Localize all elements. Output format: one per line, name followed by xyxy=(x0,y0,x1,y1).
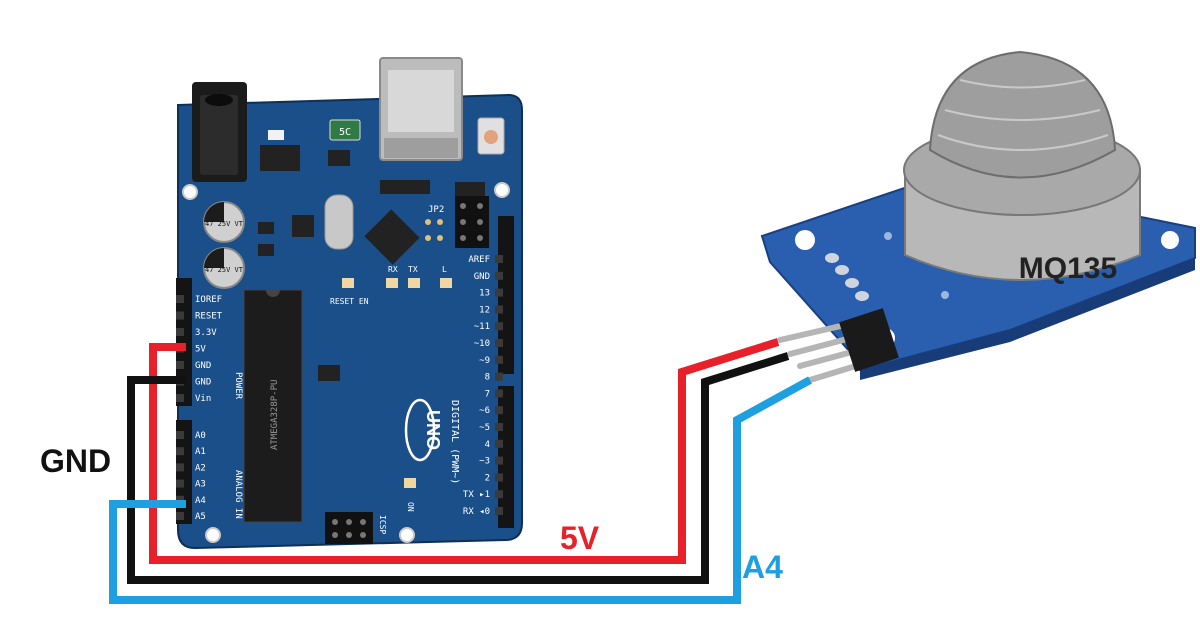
wire-5v xyxy=(149,338,780,564)
on-label: ON xyxy=(406,502,415,512)
l-led-label: L xyxy=(442,265,447,274)
digital-pin-label: ~3 xyxy=(479,457,490,467)
jp2-header xyxy=(425,196,489,248)
digital-pin-label: 12 xyxy=(479,305,490,315)
usb-connector xyxy=(379,57,463,161)
digital-pin-label: 2 xyxy=(485,473,490,483)
digital-pin-label: ~10 xyxy=(474,339,490,349)
power-pin-socket xyxy=(176,311,184,320)
power-pin-label: GND xyxy=(195,361,211,371)
digital-pin-label: ~5 xyxy=(479,423,490,433)
digital-header-title: DIGITAL (PWM~) xyxy=(449,400,460,484)
capacitor-1 xyxy=(203,201,245,243)
analog-pin-socket xyxy=(176,495,184,504)
analog-pin-socket xyxy=(176,431,184,439)
analog-pin-label: A0 xyxy=(195,431,206,441)
digital-pin-label: RX ◂0 xyxy=(463,507,490,517)
digital-pin-label: ~9 xyxy=(479,356,490,366)
analog-pin-label: A2 xyxy=(195,463,206,473)
analog-pin-socket xyxy=(176,479,184,488)
digital-pin-socket xyxy=(495,456,503,465)
digital-pin-labels: AREF GND 13 12 ~11 ~10 ~9 8 7 ~6 ~5 4 ~3 2 TX ▸1 RX ◂0 xyxy=(463,255,503,517)
digital-pin-socket xyxy=(495,322,503,331)
wire-gnd xyxy=(127,352,790,584)
sensor-model-label: MQ135 xyxy=(1019,252,1117,285)
digital-pin-socket xyxy=(495,372,503,381)
jp2-label: JP2 xyxy=(428,205,444,215)
analog-pin-socket xyxy=(176,512,184,520)
digital-pin-label: 7 xyxy=(485,389,490,399)
digital-pin-label: GND xyxy=(474,272,490,282)
reset-button xyxy=(477,117,505,155)
analog-header-title: ANALOG IN xyxy=(233,470,243,519)
analog-pin-socket xyxy=(176,463,184,472)
digital-pin-socket xyxy=(495,490,503,499)
digital-pin-label: ~11 xyxy=(474,322,490,332)
power-header-title: POWER xyxy=(233,372,243,400)
power-pin-label: 3.3V xyxy=(195,328,217,338)
power-pin-label: RESET xyxy=(195,312,223,322)
gnd-wire-label: GND xyxy=(40,443,111,479)
analog-pin-label: A1 xyxy=(195,447,206,457)
digital-pin-socket xyxy=(495,271,503,280)
analog-pin-socket xyxy=(176,447,184,456)
5v-wire-label: 5V xyxy=(560,520,600,556)
digital-pin-label: AREF xyxy=(468,255,490,265)
atmega-chip xyxy=(243,289,303,523)
dc-power-jack xyxy=(192,82,247,182)
capacitor-1-label: 47 25V VT xyxy=(205,220,244,228)
uno-logo-text: UNO xyxy=(423,410,443,450)
reset-en-label: RESET EN xyxy=(330,297,369,306)
wire-a4 xyxy=(109,376,812,604)
fuse-label: 5C xyxy=(339,127,351,138)
digital-pin-socket xyxy=(495,305,503,314)
digital-pin-socket xyxy=(495,507,503,515)
arduino-uno-board: 5C JP2 47 25V VT 47 25V VT xyxy=(176,57,523,550)
analog-pin-label: A4 xyxy=(195,496,206,506)
power-pin-socket xyxy=(176,394,184,402)
digital-pin-label: 4 xyxy=(485,440,490,450)
analog-pin-label: A5 xyxy=(195,512,206,522)
rx-led-label: RX xyxy=(388,265,398,274)
capacitor-2-label: 47 25V VT xyxy=(205,266,244,274)
digital-pin-socket xyxy=(495,355,503,364)
digital-pin-socket xyxy=(495,288,503,297)
analog-pin-label: A3 xyxy=(195,480,206,490)
power-pin-label: GND xyxy=(195,378,211,388)
icsp-header xyxy=(325,512,373,544)
digital-pin-socket xyxy=(495,389,503,398)
wires xyxy=(109,338,812,604)
power-pin-label: Vin xyxy=(195,394,211,404)
digital-pin-socket xyxy=(495,339,503,347)
uno-logo xyxy=(404,398,436,462)
digital-pin-socket xyxy=(495,255,503,263)
sensor-mesh-can xyxy=(903,50,1141,281)
digital-pin-socket xyxy=(495,439,503,448)
digital-pin-label: TX ▸1 xyxy=(463,490,490,500)
power-pin-socket xyxy=(176,361,184,369)
power-pin-label: 5V xyxy=(195,345,206,355)
mq135-sensor-module: MQ135 xyxy=(760,50,1196,383)
digital-pin-label: ~6 xyxy=(479,406,490,416)
sensor-pins xyxy=(777,308,899,383)
chip-label: ATMEGA328P-PU xyxy=(270,380,280,450)
power-header-strip xyxy=(176,278,192,406)
digital-pin-label: 8 xyxy=(485,373,490,383)
digital-pin-socket xyxy=(495,406,503,415)
digital-pin-socket xyxy=(495,473,503,482)
capacitor-2 xyxy=(203,247,245,289)
a4-wire-label: A4 xyxy=(742,549,783,585)
icsp-label: ICSP xyxy=(378,515,387,534)
power-pin-socket xyxy=(176,295,184,303)
power-pin-label: IOREF xyxy=(195,295,222,305)
tx-led-label: TX xyxy=(408,265,418,274)
digital-pin-socket xyxy=(495,423,503,431)
power-pin-socket xyxy=(176,328,184,336)
digital-pin-label: 13 xyxy=(479,289,490,299)
